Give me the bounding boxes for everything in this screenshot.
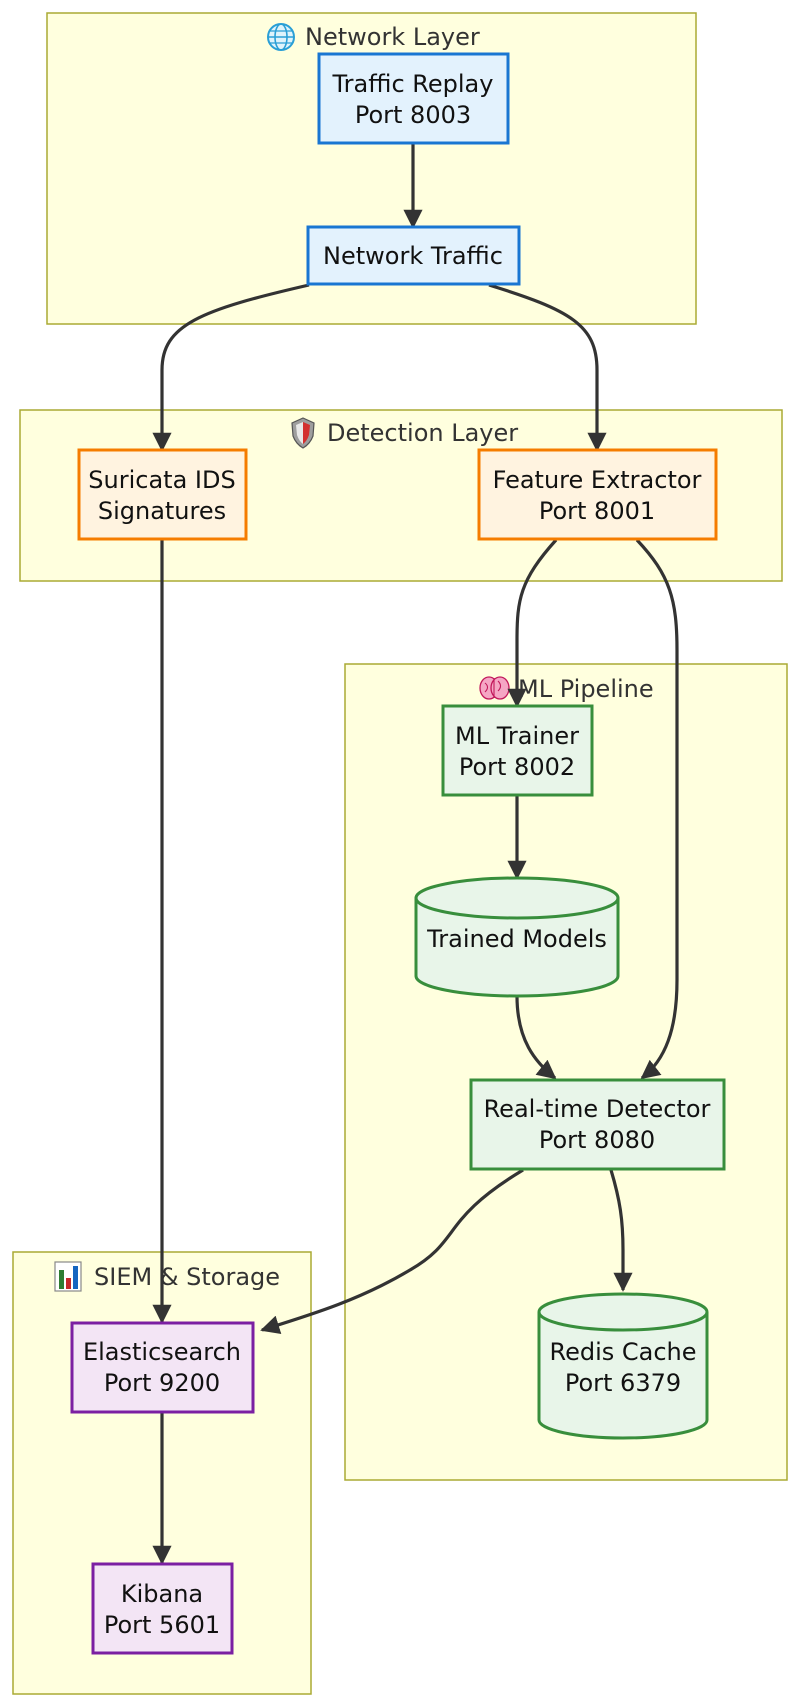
node-network-traffic[interactable]: Network Traffic (306, 225, 521, 286)
edge-models-to-detector (515, 995, 557, 1080)
subgraph-title-ml: ML Pipeline (518, 675, 654, 703)
node-label-line1: Feature Extractor (493, 466, 702, 494)
edge-feature-to-detector (635, 538, 679, 1080)
node-label-line2: Port 8003 (355, 101, 471, 129)
node-ml-trainer[interactable]: ML Trainer Port 8002 (441, 704, 594, 797)
node-kibana[interactable]: Kibana Port 5601 (91, 1562, 234, 1655)
node-label-line2: Port 5601 (104, 1611, 220, 1639)
node-label-line1: Network Traffic (323, 242, 503, 270)
node-trained-models[interactable]: Trained Models (414, 876, 620, 998)
node-label-line2: Port 8001 (539, 497, 655, 525)
node-feature-extractor[interactable]: Feature Extractor Port 8001 (477, 448, 718, 541)
node-label-line1: Real-time Detector (484, 1095, 711, 1123)
edges (152, 144, 679, 1565)
node-label-line1: Redis Cache (549, 1338, 696, 1366)
subgraph-detection-layer: Detection Layer (19, 409, 783, 582)
globe-icon (267, 23, 295, 51)
node-label-line1: Traffic Replay (332, 70, 494, 98)
shield-icon (291, 417, 315, 449)
node-label-line2: Port 6379 (565, 1369, 681, 1397)
node-label-line1: Suricata IDS (88, 466, 235, 494)
subgraph-title-siem: SIEM & Storage (94, 1263, 280, 1291)
bar-chart-icon (54, 1261, 82, 1292)
subgraph-title-network: Network Layer (305, 23, 480, 51)
brain-icon (479, 676, 510, 700)
node-label-line2: Port 9200 (104, 1369, 220, 1397)
edge-detector-to-elasticsearch (260, 1168, 524, 1335)
subgraph-title-detection: Detection Layer (327, 419, 518, 447)
node-label-line1: ML Trainer (455, 722, 579, 750)
node-label-line2: Port 8080 (539, 1126, 655, 1154)
node-label-line1: Trained Models (426, 925, 607, 953)
edge-traffic-to-feature-extractor (488, 283, 607, 452)
edge-traffic-to-suricata (152, 283, 310, 452)
node-label-line1: Kibana (121, 1580, 203, 1608)
edge-detector-to-redis (609, 1169, 633, 1292)
node-redis-cache[interactable]: Redis Cache Port 6379 (537, 1292, 709, 1440)
node-label-line2: Signatures (98, 497, 226, 525)
node-elasticsearch[interactable]: Elasticsearch Port 9200 (70, 1321, 255, 1414)
node-realtime-detector[interactable]: Real-time Detector Port 8080 (469, 1078, 726, 1171)
node-suricata-ids[interactable]: Suricata IDS Signatures (77, 448, 248, 541)
node-traffic-replay[interactable]: Traffic Replay Port 8003 (317, 52, 510, 145)
node-label-line1: Elasticsearch (83, 1338, 241, 1366)
node-label-line2: Port 8002 (459, 753, 575, 781)
edge-feature-to-trainer (507, 538, 558, 708)
